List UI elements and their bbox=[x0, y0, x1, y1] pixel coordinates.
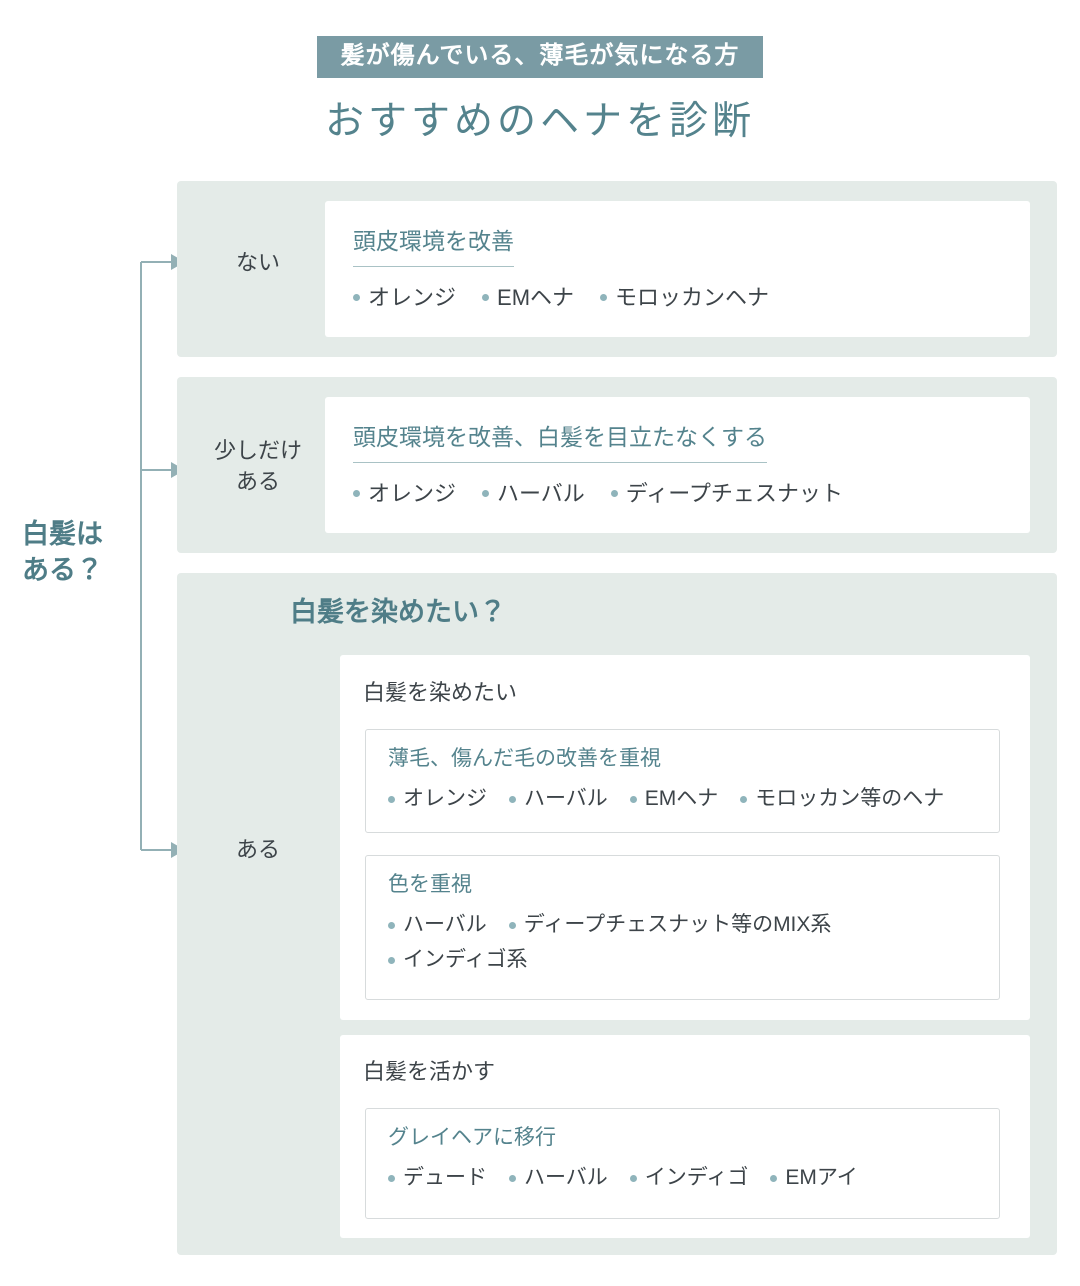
subbranch-label-dye: 白髪を染めたい bbox=[363, 680, 518, 705]
item-label: デュード bbox=[403, 1166, 487, 1190]
bullet-dot-icon bbox=[610, 490, 618, 498]
item-label: オレンジ bbox=[368, 480, 457, 506]
item-label: モロッカン等のヘナ bbox=[755, 787, 945, 811]
item-label: ディープチェスナット等のMIX系 bbox=[523, 913, 832, 937]
result-card-none: 頭皮環境を改善 オレンジ EMヘナ モロッカンヘナ bbox=[325, 201, 1030, 337]
result-heading: 薄毛、傷んだ毛の改善を重視 bbox=[388, 747, 661, 770]
result-heading: 色を重視 bbox=[388, 873, 472, 896]
result-item-list: オレンジ ハーバル EMヘナ モロッカン等のヘナ bbox=[388, 782, 977, 817]
item-label: インディゴ bbox=[644, 1166, 749, 1190]
bullet-dot-icon bbox=[353, 490, 360, 498]
bullet-dot-icon bbox=[508, 922, 516, 930]
result-card-few: 頭皮環境を改善、白髪を目立たなくする オレンジ ハーバル ディープチェスナット bbox=[325, 397, 1030, 533]
bullet-dot-icon bbox=[388, 956, 395, 964]
list-item: ハーバル bbox=[388, 908, 487, 943]
item-label: EMヘナ bbox=[497, 284, 575, 310]
item-label: EMヘナ bbox=[644, 787, 719, 811]
result-heading: 頭皮環境を改善、白髪を目立たなくする bbox=[353, 423, 767, 463]
arrow-to-branch-few bbox=[141, 462, 185, 478]
item-label: オレンジ bbox=[368, 284, 457, 310]
list-item: ハーバル bbox=[482, 477, 585, 511]
list-item: ディープチェスナット bbox=[610, 477, 843, 511]
result-box-thinning-focus: 薄毛、傷んだ毛の改善を重視 オレンジ ハーバル EMヘナ モロッカン等のヘナ bbox=[365, 729, 1000, 833]
branch-label-few: 少しだけ ある bbox=[213, 438, 302, 494]
bullet-dot-icon bbox=[482, 490, 490, 498]
result-box-color-focus: 色を重視 ハーバル ディープチェスナット等のMIX系 インディゴ系 bbox=[365, 855, 1000, 1000]
audience-badge: 髪が傷んでいる、薄毛が気になる方 bbox=[316, 36, 764, 78]
result-box-gray-hair: グレイヘアに移行 デュード ハーバル インディゴ EMアイ bbox=[365, 1108, 1000, 1219]
list-item: インディゴ bbox=[629, 1161, 749, 1196]
subbranch-label-keep: 白髪を活かす bbox=[363, 1059, 496, 1084]
bullet-dot-icon bbox=[509, 1175, 516, 1183]
item-label: EMアイ bbox=[785, 1166, 858, 1190]
bullet-dot-icon bbox=[388, 796, 395, 804]
item-label: ハーバル bbox=[403, 913, 487, 937]
list-item: ディープチェスナット等のMIX系 bbox=[508, 908, 832, 943]
list-item: EMヘナ bbox=[482, 281, 574, 315]
root-trunk-line bbox=[140, 262, 142, 850]
list-item: インディゴ系 bbox=[388, 943, 977, 978]
bullet-dot-icon bbox=[600, 294, 608, 302]
item-label: モロッカンヘナ bbox=[615, 284, 770, 310]
result-item-list: デュード ハーバル インディゴ EMアイ bbox=[388, 1161, 977, 1196]
item-label: ディープチェスナット bbox=[625, 480, 843, 506]
list-item: オレンジ bbox=[353, 281, 456, 315]
list-item: ハーバル bbox=[509, 782, 608, 817]
item-label: ハーバル bbox=[524, 787, 608, 811]
list-item: EMアイ bbox=[770, 1161, 858, 1196]
list-item: デュード bbox=[388, 1161, 487, 1196]
bullet-dot-icon bbox=[629, 1175, 637, 1183]
branch-label-some: ある bbox=[235, 837, 280, 862]
bullet-dot-icon bbox=[509, 796, 516, 804]
bullet-dot-icon bbox=[353, 294, 360, 302]
item-label: インディゴ系 bbox=[403, 947, 528, 971]
list-item: オレンジ bbox=[353, 477, 456, 511]
bullet-dot-icon bbox=[629, 796, 637, 804]
page-header: 髪が傷んでいる、薄毛が気になる方 おすすめのヘナを診断 bbox=[0, 0, 1080, 144]
sub-question-label: 白髪を染めたい？ bbox=[290, 597, 506, 627]
item-label: オレンジ bbox=[403, 787, 487, 811]
branch-label-none: ない bbox=[235, 250, 280, 275]
result-item-list: オレンジ EMヘナ モロッカンヘナ bbox=[353, 281, 1002, 315]
bullet-dot-icon bbox=[482, 294, 490, 302]
arrow-to-branch-some bbox=[141, 842, 185, 858]
result-heading: グレイヘアに移行 bbox=[388, 1126, 556, 1149]
bullet-dot-icon bbox=[388, 922, 395, 930]
item-label: ハーバル bbox=[524, 1166, 608, 1190]
bullet-dot-icon bbox=[770, 1175, 778, 1183]
list-item: ハーバル bbox=[509, 1161, 608, 1196]
result-heading: 頭皮環境を改善 bbox=[353, 227, 514, 267]
result-item-list: ハーバル ディープチェスナット等のMIX系 インディゴ系 bbox=[388, 908, 977, 977]
list-item: EMヘナ bbox=[629, 782, 719, 817]
page-title: おすすめのヘナを診断 bbox=[324, 99, 755, 143]
bullet-dot-icon bbox=[388, 1175, 395, 1183]
arrow-to-branch-none bbox=[141, 254, 185, 270]
result-item-list: オレンジ ハーバル ディープチェスナット bbox=[353, 477, 1002, 511]
list-item: モロッカン等のヘナ bbox=[740, 782, 944, 817]
list-item: モロッカンヘナ bbox=[600, 281, 769, 315]
bullet-dot-icon bbox=[740, 796, 748, 804]
root-question-label: 白髪は ある？ bbox=[22, 519, 103, 586]
item-label: ハーバル bbox=[497, 480, 585, 506]
list-item: オレンジ bbox=[388, 782, 487, 817]
